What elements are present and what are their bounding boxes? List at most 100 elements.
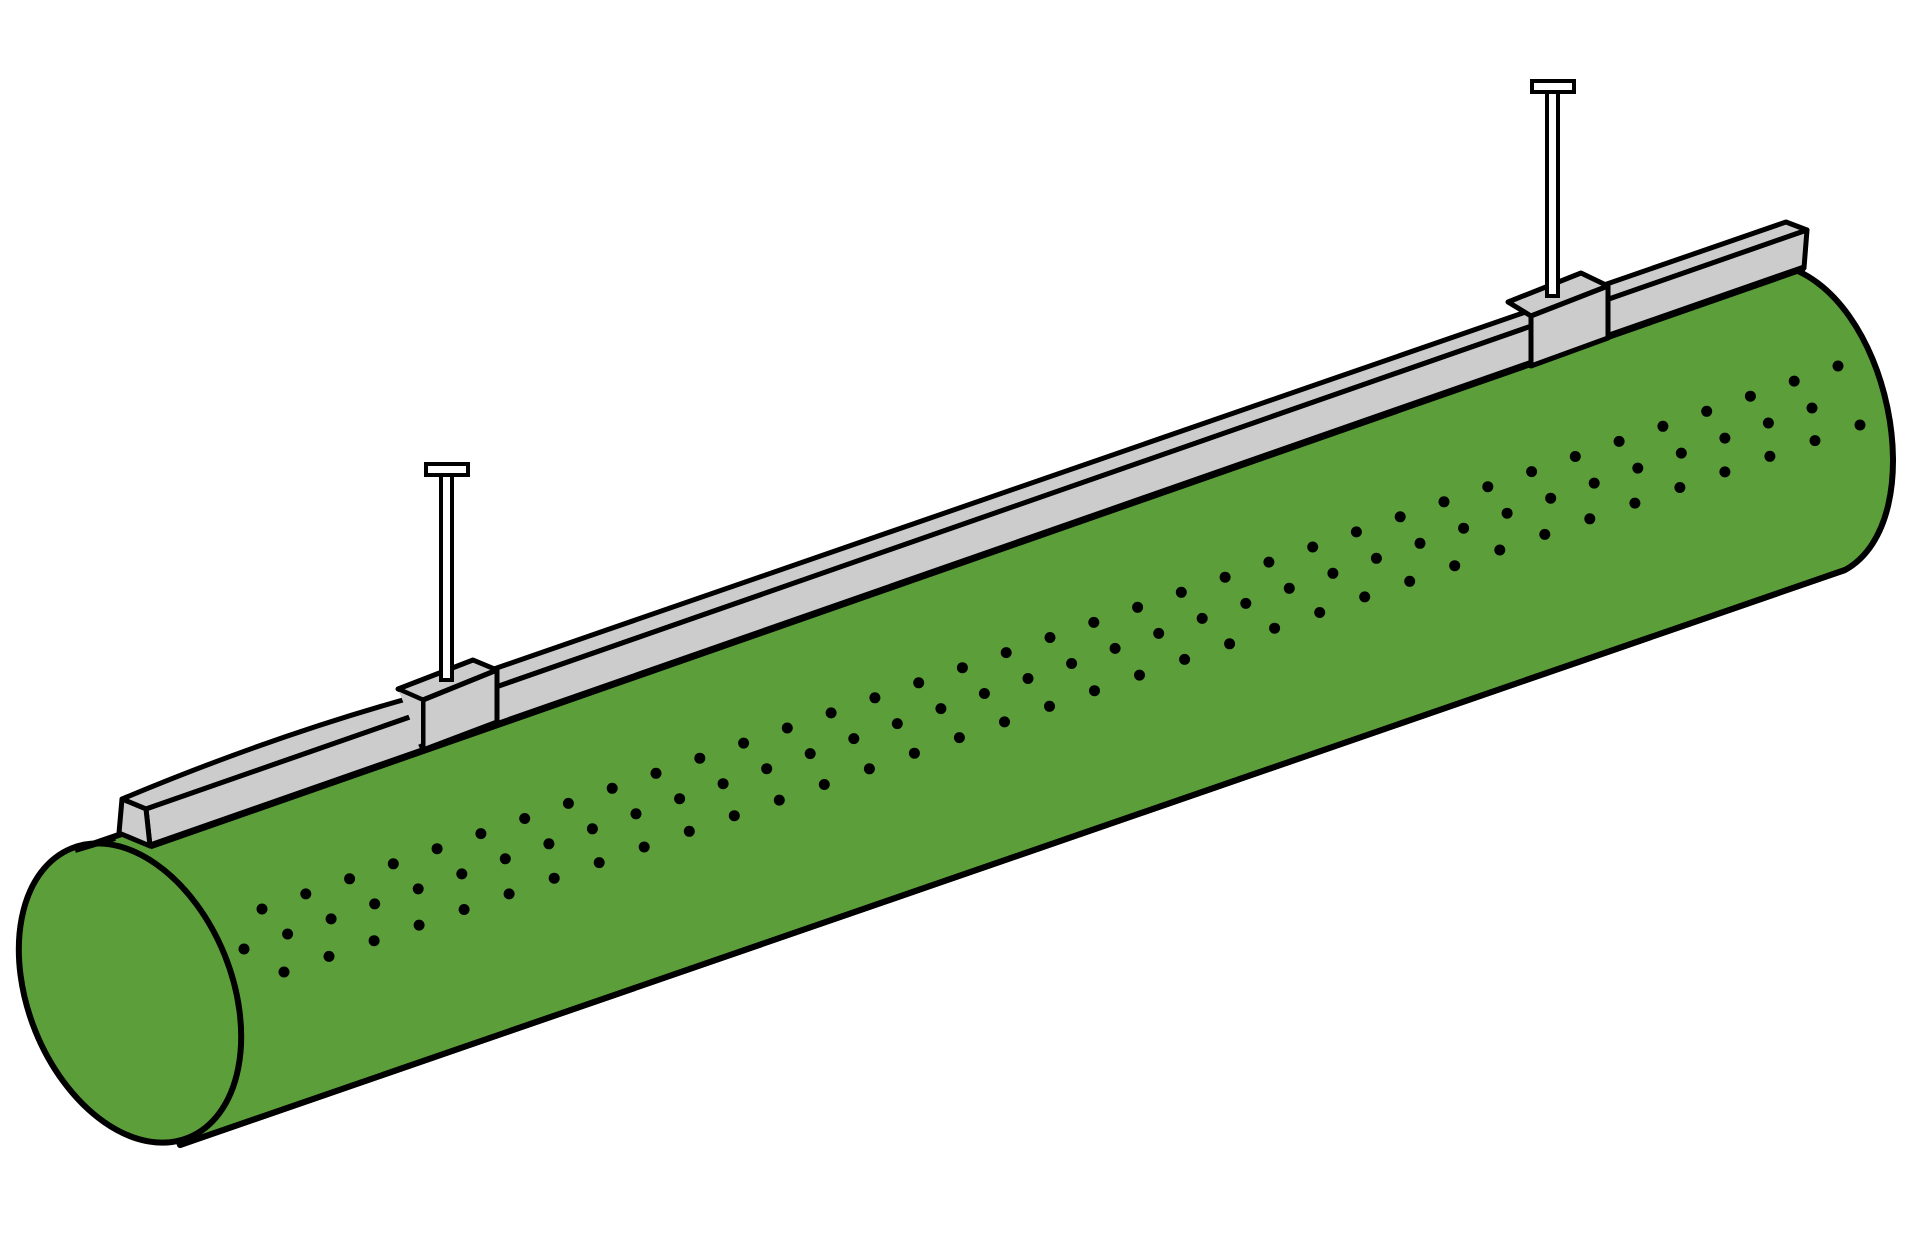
- duct-end-cap: [15, 840, 245, 1146]
- perforation-hole: [586, 823, 598, 835]
- perforation-hole: [738, 737, 750, 749]
- perforation-hole: [606, 782, 618, 794]
- perforation-hole: [781, 722, 793, 734]
- perforation-hole: [593, 857, 605, 869]
- perforation-hole: [1327, 567, 1339, 579]
- perforation-hole: [1109, 642, 1121, 654]
- perforation-hole: [1088, 616, 1100, 628]
- perforation-hole: [1414, 537, 1426, 549]
- perforation-hole: [300, 888, 312, 900]
- perforation-hole: [1350, 526, 1362, 538]
- perforation-hole: [413, 919, 425, 931]
- perforation-hole: [1022, 673, 1034, 684]
- suspension-rod-left: [424, 462, 470, 682]
- perforation-hole: [475, 828, 487, 840]
- perforation-rows: [238, 360, 1866, 978]
- perforation-hole: [1153, 627, 1165, 639]
- perforation-hole: [1674, 482, 1686, 493]
- perforation-hole: [1307, 541, 1319, 553]
- duct-bottom-edge: [179, 567, 1846, 1148]
- perforation-hole: [1675, 447, 1687, 459]
- perforation-hole: [1132, 601, 1144, 613]
- rod-right-shaft: [1545, 90, 1560, 298]
- perforation-hole: [1762, 417, 1774, 429]
- perforation-hole: [1458, 522, 1470, 534]
- perforation-hole: [1089, 685, 1100, 697]
- perforation-hole: [458, 904, 470, 915]
- perforation-hole: [1588, 477, 1600, 489]
- perforation-hole: [638, 841, 650, 853]
- perforation-hole: [913, 677, 925, 689]
- perforation-hole: [1370, 552, 1382, 564]
- perforation-hole: [344, 873, 356, 885]
- duct-end-shadow: [74, 835, 116, 853]
- perforation-hole: [1394, 511, 1406, 523]
- perforation-hole: [1526, 466, 1538, 478]
- suspension-rod-right: [1530, 79, 1576, 298]
- perforation-hole: [1044, 700, 1055, 712]
- perforation-hole: [1613, 435, 1625, 447]
- perforation-hole: [863, 763, 875, 775]
- perforation-hole: [717, 778, 729, 790]
- perforation-hole: [1545, 492, 1557, 504]
- perforation-hole: [1494, 544, 1506, 556]
- duct-body: [72, 262, 1896, 1148]
- perforation-hole: [1175, 586, 1187, 598]
- perforation-hole: [1788, 375, 1800, 387]
- perforation-hole: [1224, 638, 1236, 650]
- perforation-hole: [412, 883, 424, 895]
- perforation-hole: [935, 703, 947, 715]
- perforation-hole: [1501, 507, 1513, 519]
- perforation-hole: [1404, 575, 1416, 587]
- perforation-hole: [694, 752, 706, 764]
- perforation-hole: [1482, 481, 1494, 493]
- perforation-hole: [848, 733, 860, 745]
- perforation-hole: [953, 732, 965, 744]
- perforation-hole: [1196, 612, 1208, 624]
- perforation-hole: [1584, 513, 1596, 525]
- perforation-hole: [1657, 420, 1669, 432]
- perforation-hole: [1044, 632, 1056, 643]
- perforation-hole: [369, 898, 381, 910]
- perforation-hole: [1219, 571, 1231, 583]
- clip-left-side: [397, 687, 425, 751]
- perforation-hole: [908, 747, 920, 759]
- perforation-hole: [1000, 647, 1012, 659]
- perforation-hole: [1134, 669, 1145, 681]
- hanger-clip-left: [395, 657, 500, 753]
- perforation-hole: [278, 966, 290, 978]
- rod-left-shaft: [439, 473, 454, 682]
- perforation-hole: [1539, 528, 1551, 540]
- perforation-hole: [999, 716, 1010, 728]
- perforation-hole: [503, 888, 515, 900]
- perforation-hole: [761, 763, 773, 775]
- perforation-hole: [1314, 607, 1326, 618]
- perforation-hole: [650, 767, 662, 779]
- perforation-hole: [1449, 560, 1461, 572]
- perforation-hole: [1359, 591, 1371, 603]
- perforation-hole: [825, 707, 837, 719]
- perforation-hole: [543, 838, 555, 850]
- perforation-hole: [1066, 658, 1078, 669]
- perforation-hole: [728, 810, 740, 822]
- perforation-hole: [499, 853, 511, 865]
- perforation-hole: [1269, 622, 1281, 634]
- perforation-hole: [1719, 432, 1731, 444]
- perforation-hole: [1569, 451, 1581, 462]
- perforation-hole: [1632, 462, 1644, 474]
- perforation-hole: [256, 903, 268, 915]
- perforation-hole: [683, 825, 695, 837]
- perforation-hole: [818, 779, 830, 790]
- clip-right-side: [1506, 300, 1533, 366]
- perforation-hole: [1701, 405, 1713, 417]
- perforation-hole: [804, 748, 816, 760]
- perforation-hole: [1744, 390, 1756, 402]
- perforation-hole: [1283, 582, 1295, 594]
- perforation-hole: [548, 872, 560, 884]
- perforation-hole: [1832, 360, 1844, 372]
- perforation-hole: [519, 813, 531, 824]
- perforation-hole: [325, 913, 337, 925]
- perforation-hole: [387, 858, 399, 870]
- perforation-hole: [891, 718, 903, 730]
